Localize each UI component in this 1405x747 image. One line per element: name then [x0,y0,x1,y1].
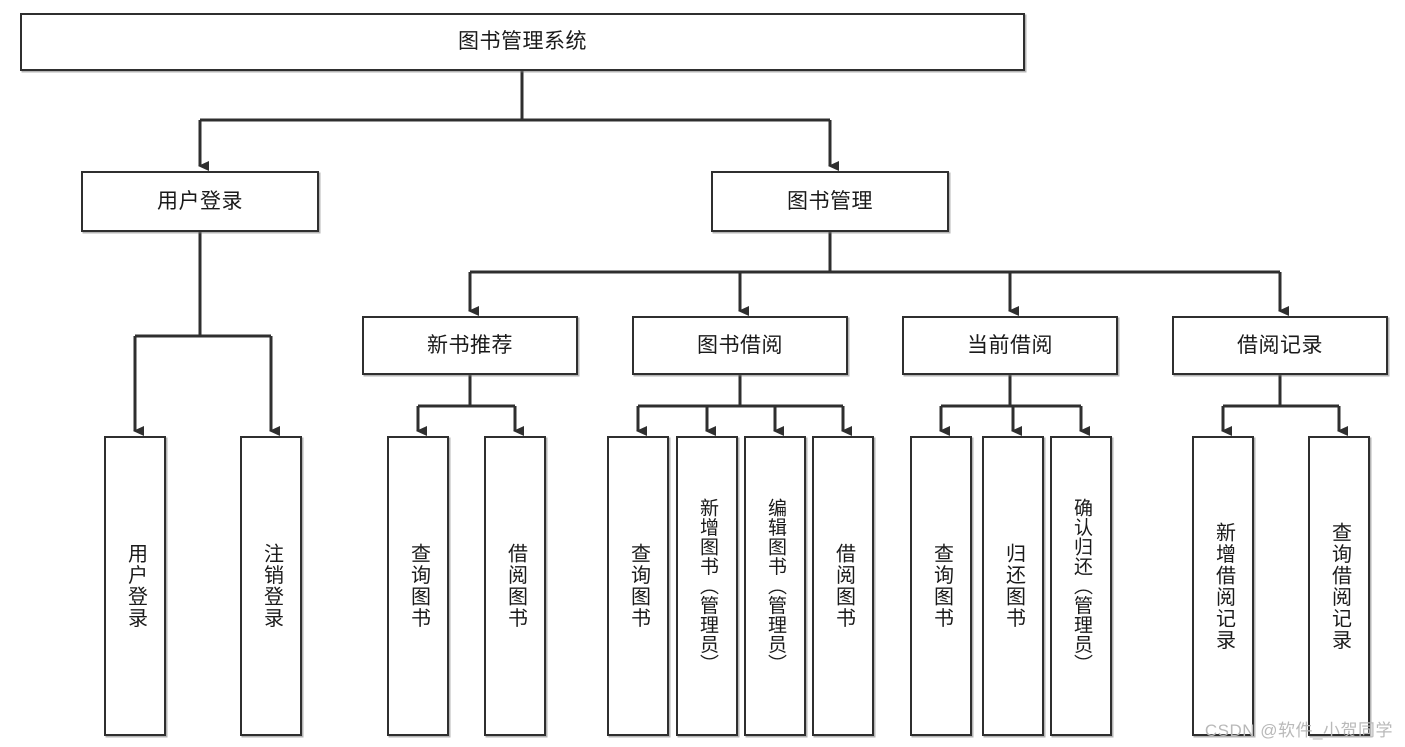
node-current-borrow-label: 当前借阅 [967,333,1053,357]
node-leaf-add-record-label: 新增借阅记录 [1212,521,1235,651]
node-leaf-logout[interactable]: 注销登录 [240,436,302,736]
node-leaf-query-book-2-label: 查询图书 [627,543,650,629]
node-book-manage[interactable]: 图书管理 [711,171,949,232]
node-leaf-logout-label: 注销登录 [260,543,283,629]
node-leaf-query-record-label: 查询借阅记录 [1328,521,1351,651]
node-root-label: 图书管理系统 [458,30,587,54]
node-leaf-query-record[interactable]: 查询借阅记录 [1308,436,1370,736]
node-leaf-borrow-book-2-label: 借阅图书 [832,543,855,629]
node-leaf-query-book-3-label: 查询图书 [930,543,953,629]
node-leaf-borrow-book-1-label: 借阅图书 [504,543,527,629]
node-leaf-add-book[interactable]: 新增图书（管理员） [676,436,738,736]
node-user-login[interactable]: 用户登录 [81,171,319,232]
node-leaf-edit-book[interactable]: 编辑图书（管理员） [744,436,806,736]
node-current-borrow[interactable]: 当前借阅 [902,316,1118,375]
node-book-borrow-label: 图书借阅 [697,333,783,357]
node-root[interactable]: 图书管理系统 [20,13,1025,71]
node-leaf-user-login-label: 用户登录 [124,543,147,629]
node-leaf-borrow-book-2[interactable]: 借阅图书 [812,436,874,736]
node-leaf-borrow-book-1[interactable]: 借阅图书 [484,436,546,736]
node-leaf-user-login[interactable]: 用户登录 [104,436,166,736]
node-leaf-return-book[interactable]: 归还图书 [982,436,1044,736]
node-borrow-record[interactable]: 借阅记录 [1172,316,1388,375]
node-leaf-query-book-2[interactable]: 查询图书 [607,436,669,736]
node-leaf-add-book-label: 新增图书（管理员） [696,498,718,674]
node-user-login-label: 用户登录 [157,189,243,213]
node-leaf-add-record[interactable]: 新增借阅记录 [1192,436,1254,736]
node-leaf-return-book-label: 归还图书 [1002,543,1025,629]
node-book-borrow[interactable]: 图书借阅 [632,316,848,375]
node-leaf-edit-book-label: 编辑图书（管理员） [764,498,786,674]
node-borrow-record-label: 借阅记录 [1237,333,1323,357]
watermark-text: CSDN @软件_小贺同学 [1204,721,1393,740]
node-book-manage-label: 图书管理 [787,189,873,213]
node-leaf-query-book-3[interactable]: 查询图书 [910,436,972,736]
node-leaf-confirm-return-label: 确认归还（管理员） [1070,498,1092,674]
node-new-book-recommend[interactable]: 新书推荐 [362,316,578,375]
node-leaf-query-book-1[interactable]: 查询图书 [387,436,449,736]
node-leaf-confirm-return[interactable]: 确认归还（管理员） [1050,436,1112,736]
node-leaf-query-book-1-label: 查询图书 [407,543,430,629]
node-new-book-recommend-label: 新书推荐 [427,333,513,357]
